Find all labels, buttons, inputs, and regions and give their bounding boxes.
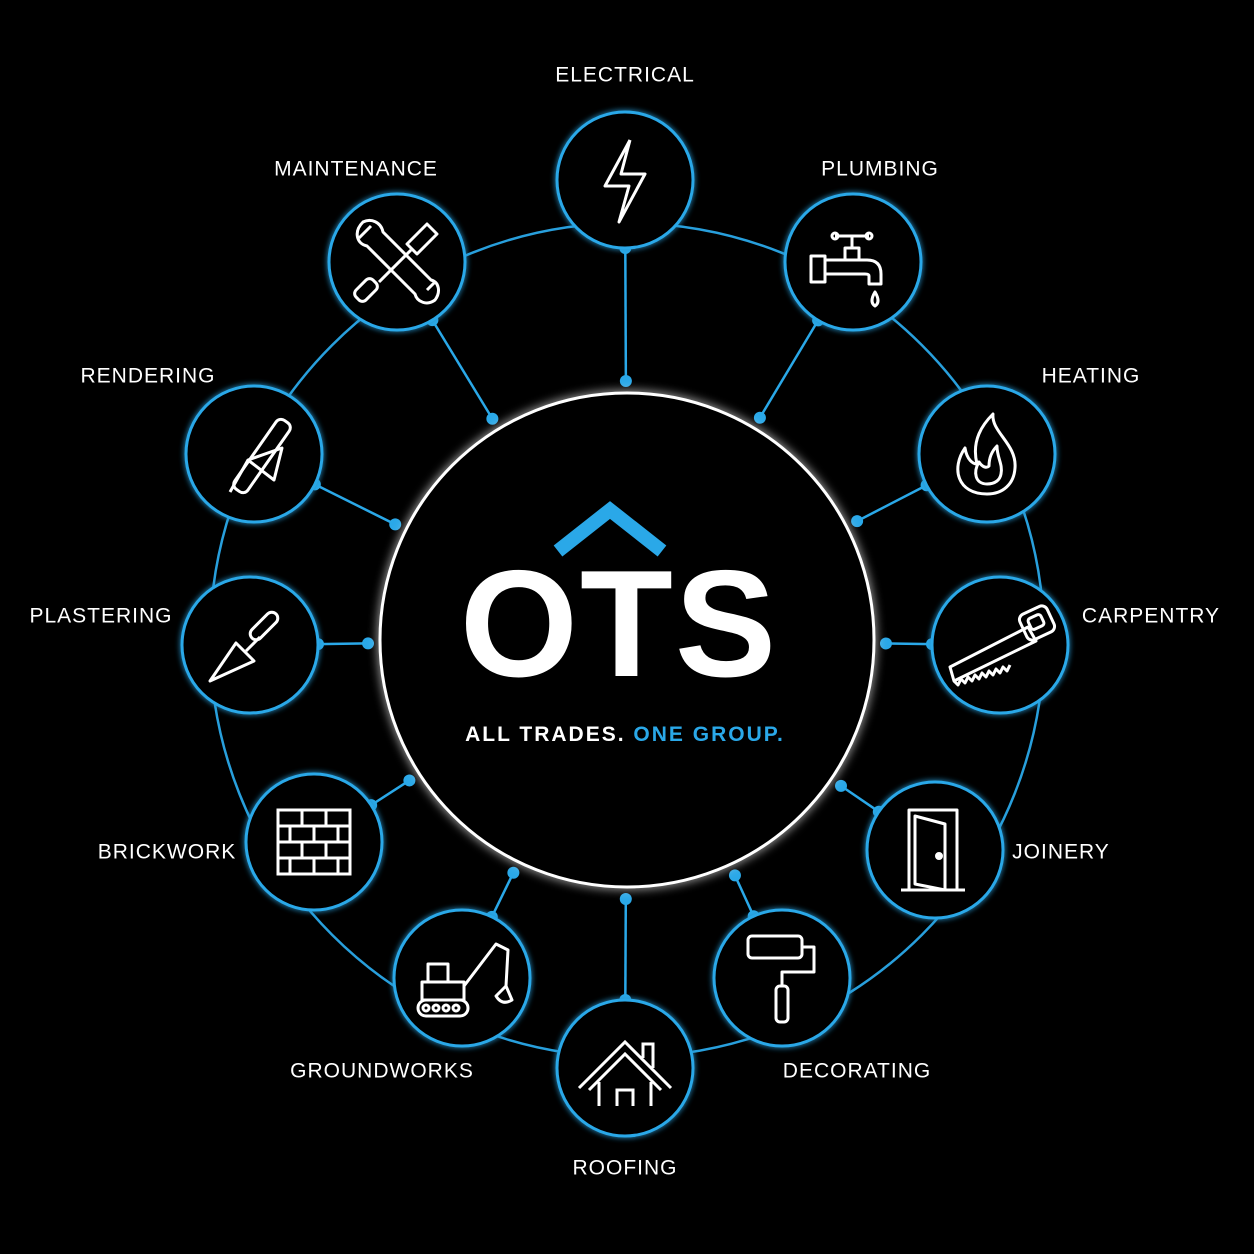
label-joinery: JOINERY bbox=[1012, 840, 1110, 864]
saw-icon bbox=[948, 604, 1057, 687]
node-circle-plumbing bbox=[783, 192, 923, 332]
connector-groundworks bbox=[490, 872, 515, 918]
label-roofing: ROOFING bbox=[572, 1156, 678, 1180]
hub-dot-heating bbox=[851, 515, 864, 528]
connector-plumbing bbox=[758, 319, 820, 419]
paint-roller-icon bbox=[746, 934, 816, 1024]
hub-dot-maintenance bbox=[486, 412, 499, 425]
label-heating: HEATING bbox=[1041, 364, 1141, 388]
connector-rendering bbox=[314, 483, 396, 526]
node-brickwork bbox=[244, 772, 384, 912]
connector-joinery bbox=[840, 784, 880, 813]
wrench-screwdriver-icon bbox=[353, 218, 440, 305]
label-groundworks: GROUNDWORKS bbox=[290, 1059, 474, 1083]
label-electrical: ELECTRICAL bbox=[555, 63, 695, 87]
tap-icon bbox=[809, 231, 883, 308]
flame-icon bbox=[956, 412, 1017, 496]
node-plastering bbox=[180, 575, 320, 715]
logo-letters: OTS bbox=[460, 539, 778, 709]
door-icon bbox=[901, 808, 965, 892]
label-decorating: DECORATING bbox=[782, 1059, 932, 1083]
node-plumbing bbox=[783, 192, 923, 332]
connector-electrical bbox=[624, 247, 628, 382]
label-brickwork: BRICKWORK bbox=[97, 840, 237, 864]
lightning-icon bbox=[603, 139, 647, 224]
house-icon bbox=[577, 1039, 673, 1106]
hub-dot-carpentry bbox=[879, 637, 892, 650]
hub-dot-groundworks bbox=[507, 866, 520, 879]
hub-dot-plastering bbox=[362, 637, 375, 650]
node-rendering bbox=[184, 384, 324, 524]
connector-carpentry bbox=[885, 642, 933, 646]
roof-chevron-icon bbox=[553, 501, 667, 557]
trade-nodes bbox=[180, 110, 1070, 1138]
node-maintenance bbox=[327, 192, 467, 332]
node-carpentry bbox=[930, 575, 1070, 715]
bricks-icon bbox=[276, 808, 352, 876]
float-trowel-icon bbox=[228, 417, 292, 495]
hub-circle bbox=[378, 391, 876, 889]
label-carpentry: CARPENTRY bbox=[1081, 604, 1221, 628]
node-joinery bbox=[865, 780, 1005, 920]
connector-plastering bbox=[317, 642, 369, 646]
node-decorating bbox=[712, 908, 852, 1048]
connector-decorating bbox=[733, 874, 755, 917]
hub-dot-electrical bbox=[619, 375, 632, 388]
label-rendering: RENDERING bbox=[80, 364, 216, 388]
hub-dot-roofing bbox=[619, 892, 632, 905]
label-plastering: PLASTERING bbox=[29, 604, 173, 628]
node-circle-roofing bbox=[555, 998, 695, 1138]
node-heating bbox=[917, 384, 1057, 524]
hub-dot-rendering bbox=[389, 518, 402, 531]
hub-dot-decorating bbox=[728, 869, 741, 882]
hub-dot-plumbing bbox=[753, 411, 766, 424]
node-electrical bbox=[555, 110, 695, 250]
node-circle-electrical bbox=[555, 110, 695, 250]
connector-brickwork bbox=[370, 779, 411, 807]
excavator-icon bbox=[416, 942, 514, 1018]
node-circle-heating bbox=[917, 384, 1057, 524]
tagline-part-2: ONE GROUP. bbox=[633, 723, 784, 746]
label-plumbing: PLUMBING bbox=[821, 157, 939, 181]
tagline: ALL TRADES. ONE GROUP. bbox=[465, 723, 785, 746]
hub-dot-joinery bbox=[834, 779, 847, 792]
node-circle-carpentry bbox=[930, 575, 1070, 715]
trowel-icon bbox=[208, 610, 280, 683]
node-groundworks bbox=[392, 908, 532, 1048]
label-maintenance: MAINTENANCE bbox=[274, 157, 438, 181]
tagline-part-1: ALL TRADES. bbox=[465, 723, 625, 746]
hub-dot-brickwork bbox=[403, 774, 416, 787]
node-circle-joinery bbox=[865, 780, 1005, 920]
connector-maintenance bbox=[431, 319, 494, 420]
node-circle-groundworks bbox=[392, 908, 532, 1048]
node-roofing bbox=[555, 998, 695, 1138]
connector-heating bbox=[856, 484, 928, 523]
